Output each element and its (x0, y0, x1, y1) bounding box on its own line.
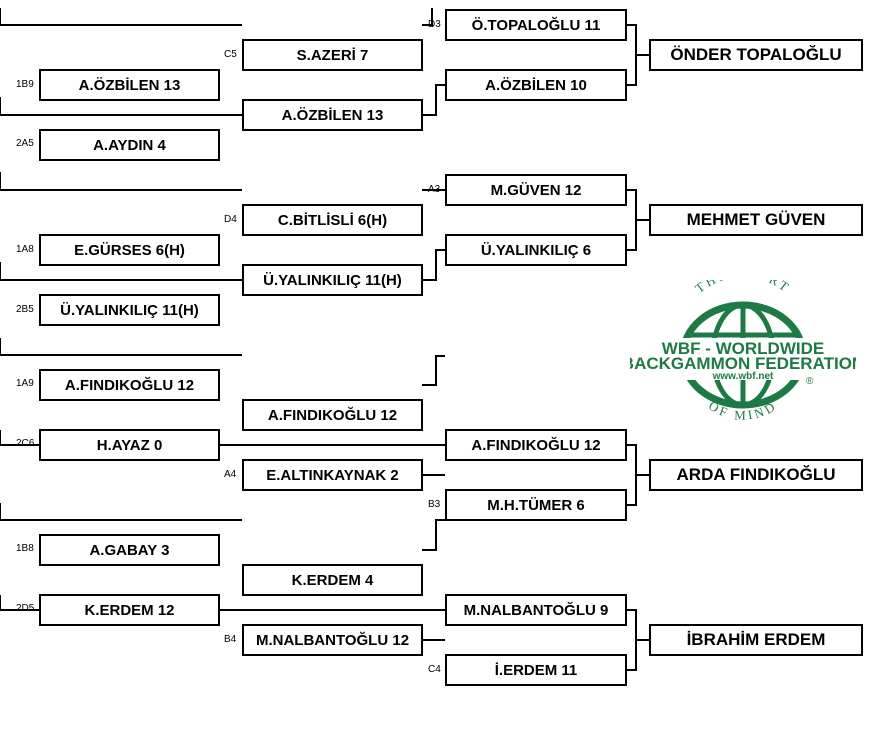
match-box: M.NALBANTOĞLU 12 (242, 624, 423, 656)
logo-url: www.wbf.net (712, 371, 774, 382)
match-box: Ü.YALINKILIÇ 11(H) (39, 294, 220, 326)
seed-label: 1B9 (16, 79, 34, 90)
seed-label: A3 (428, 184, 441, 195)
match-box: H.AYAZ 0 (39, 429, 220, 461)
seed-label: A4 (224, 469, 237, 480)
match-box: C.BİTLİSLİ 6(H) (242, 204, 423, 236)
match-box: A.ÖZBİLEN 13 (242, 99, 423, 131)
seed-label: B3 (428, 499, 441, 510)
seed-label: B4 (224, 634, 237, 645)
match-box: Ü.YALINKILIÇ 11(H) (242, 264, 423, 296)
group-winner-box: ARDA FINDIKOĞLU (649, 459, 863, 491)
seed-label: 2A5 (16, 138, 34, 149)
seed-label: 1B8 (16, 543, 34, 554)
match-box: E.GÜRSES 6(H) (39, 234, 220, 266)
seed-label: C5 (224, 49, 237, 60)
logo-top-text: THE SPORT (692, 280, 791, 296)
match-box: A.AYDIN 4 (39, 129, 220, 161)
logo-line1: WBF - WORLDWIDE (662, 339, 824, 358)
match-box: A.GABAY 3 (39, 534, 220, 566)
group-winner-box: ÖNDER TOPALOĞLU (649, 39, 863, 71)
seed-label: 1A8 (16, 244, 34, 255)
seed-label: 2C6 (16, 438, 35, 449)
logo-line2: BACKGAMMON FEDERATION (630, 354, 856, 373)
group-winner-box: MEHMET GÜVEN (649, 204, 863, 236)
match-box: Ü.YALINKILIÇ 6 (445, 234, 627, 266)
seed-label: 2B5 (16, 304, 34, 315)
match-box: A.ÖZBİLEN 10 (445, 69, 627, 101)
match-box: S.AZERİ 7 (242, 39, 423, 71)
seed-label: 1A9 (16, 378, 34, 389)
match-box: İ.ERDEM 11 (445, 654, 627, 686)
match-box: A.ÖZBİLEN 13 (39, 69, 220, 101)
group-winner-box: İBRAHİM ERDEM (649, 624, 863, 656)
match-box: A.FINDIKOĞLU 12 (39, 369, 220, 401)
match-box: M.NALBANTOĞLU 9 (445, 594, 627, 626)
seed-label: 2D5 (16, 603, 35, 614)
match-box: K.ERDEM 12 (39, 594, 220, 626)
seed-label: D3 (428, 19, 441, 30)
match-box: A.FINDIKOĞLU 12 (445, 429, 627, 461)
match-box: Ö.TOPALOĞLU 11 (445, 9, 627, 41)
logo-reg-mark: ® (806, 376, 814, 387)
seed-label: C4 (428, 664, 441, 675)
wbf-logo: THE SPORT WBF - WORLDWIDE BACKGAMMON FED… (630, 280, 856, 420)
svg-text:THE SPORT: THE SPORT (692, 280, 794, 296)
match-box: M.H.TÜMER 6 (445, 489, 627, 521)
match-box: K.ERDEM 4 (242, 564, 423, 596)
match-box: M.GÜVEN 12 (445, 174, 627, 206)
match-box: E.ALTINKAYNAK 2 (242, 459, 423, 491)
match-box: A.FINDIKOĞLU 12 (242, 399, 423, 431)
seed-label: D4 (224, 214, 237, 225)
